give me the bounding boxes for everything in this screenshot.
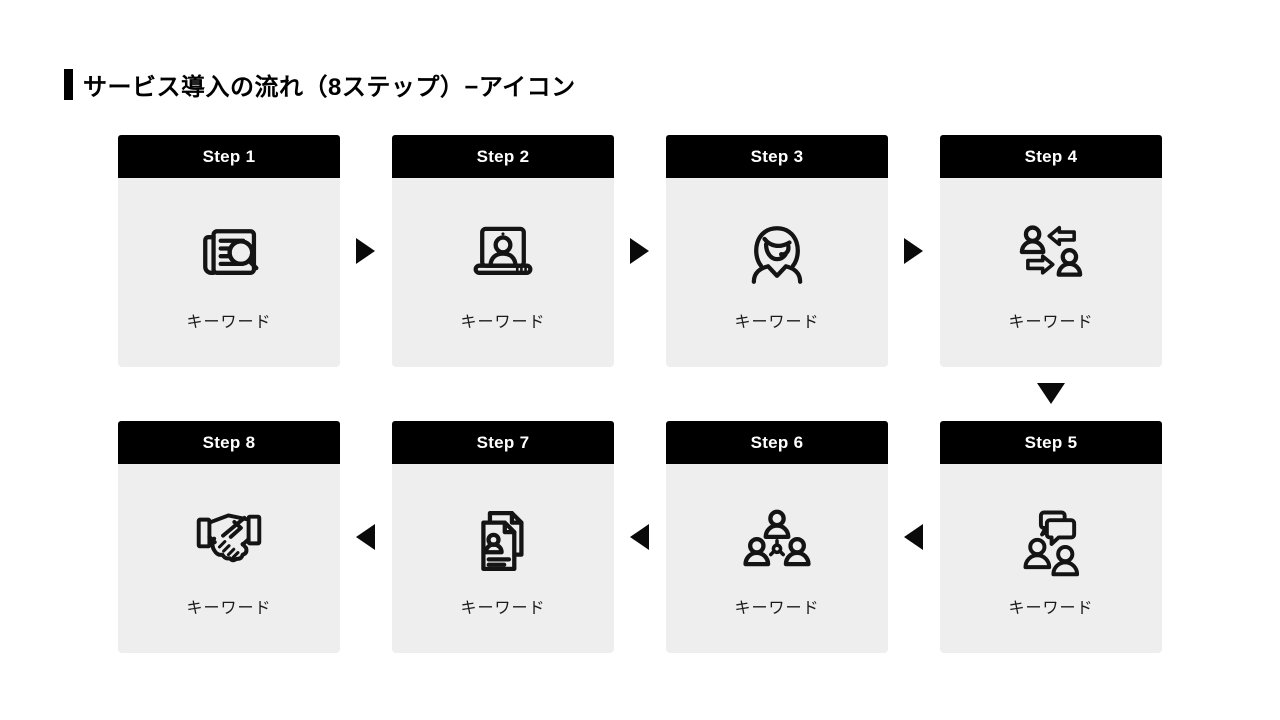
flow-arrow-down <box>1037 383 1065 404</box>
people-exchange-icon <box>1011 216 1091 294</box>
step-card-header: Step 6 <box>666 421 888 464</box>
step-card-header: Step 1 <box>118 135 340 178</box>
step-card-body: キーワード <box>392 178 614 367</box>
step-label: Step 8 <box>202 432 256 452</box>
step-card-header: Step 3 <box>666 135 888 178</box>
step-keyword: キーワード <box>1008 313 1094 331</box>
step-card-header: Step 4 <box>940 135 1162 178</box>
flow-arrow-right-3 <box>904 238 923 264</box>
step-card-8: Step 8 キーワード <box>118 421 340 653</box>
step-keyword: キーワード <box>460 599 546 617</box>
step-keyword: キーワード <box>460 313 546 331</box>
handshake-icon <box>189 502 269 580</box>
step-card-6: Step 6 キーワード <box>666 421 888 653</box>
step-card-3: Step 3 キーワード <box>666 135 888 367</box>
people-chat-icon <box>1011 502 1091 580</box>
flow-arrow-left-3 <box>356 524 375 550</box>
step-label: Step 5 <box>1024 432 1078 452</box>
team-network-icon <box>737 502 817 580</box>
step-label: Step 7 <box>476 432 530 452</box>
page-title-text: サービス導入の流れ（8ステップ）−アイコン <box>83 74 576 101</box>
step-card-header: Step 5 <box>940 421 1162 464</box>
step-card-body: キーワード <box>666 464 888 653</box>
support-operator-icon <box>737 216 817 294</box>
step-keyword: キーワード <box>1008 599 1094 617</box>
step-keyword: キーワード <box>734 313 820 331</box>
page-title: サービス導入の流れ（8ステップ）−アイコン <box>64 67 576 102</box>
step-card-body: キーワード <box>940 178 1162 367</box>
flow-arrow-right-2 <box>630 238 649 264</box>
step-label: Step 4 <box>1024 146 1078 166</box>
step-keyword: キーワード <box>186 313 272 331</box>
step-card-body: キーワード <box>940 464 1162 653</box>
profile-documents-icon <box>463 502 543 580</box>
flow-arrow-left-1 <box>904 524 923 550</box>
step-card-4: Step 4 キーワード <box>940 135 1162 367</box>
step-label: Step 1 <box>202 146 256 166</box>
step-card-body: キーワード <box>118 464 340 653</box>
step-card-2: Step 2 キーワード <box>392 135 614 367</box>
step-card-header: Step 2 <box>392 135 614 178</box>
step-label: Step 3 <box>750 146 804 166</box>
laptop-video-call-icon <box>463 216 543 294</box>
step-card-body: キーワード <box>666 178 888 367</box>
flow-arrow-right-1 <box>356 238 375 264</box>
newspaper-search-icon <box>189 216 269 294</box>
step-card-body: キーワード <box>118 178 340 367</box>
flow-arrow-left-2 <box>630 524 649 550</box>
step-keyword: キーワード <box>186 599 272 617</box>
step-card-7: Step 7 キーワード <box>392 421 614 653</box>
title-accent-bar <box>64 69 73 100</box>
step-card-5: Step 5 キーワード <box>940 421 1162 653</box>
step-label: Step 2 <box>476 146 530 166</box>
step-card-header: Step 8 <box>118 421 340 464</box>
step-card-1: Step 1 キーワード <box>118 135 340 367</box>
step-keyword: キーワード <box>734 599 820 617</box>
step-label: Step 6 <box>750 432 804 452</box>
step-card-body: キーワード <box>392 464 614 653</box>
step-card-header: Step 7 <box>392 421 614 464</box>
